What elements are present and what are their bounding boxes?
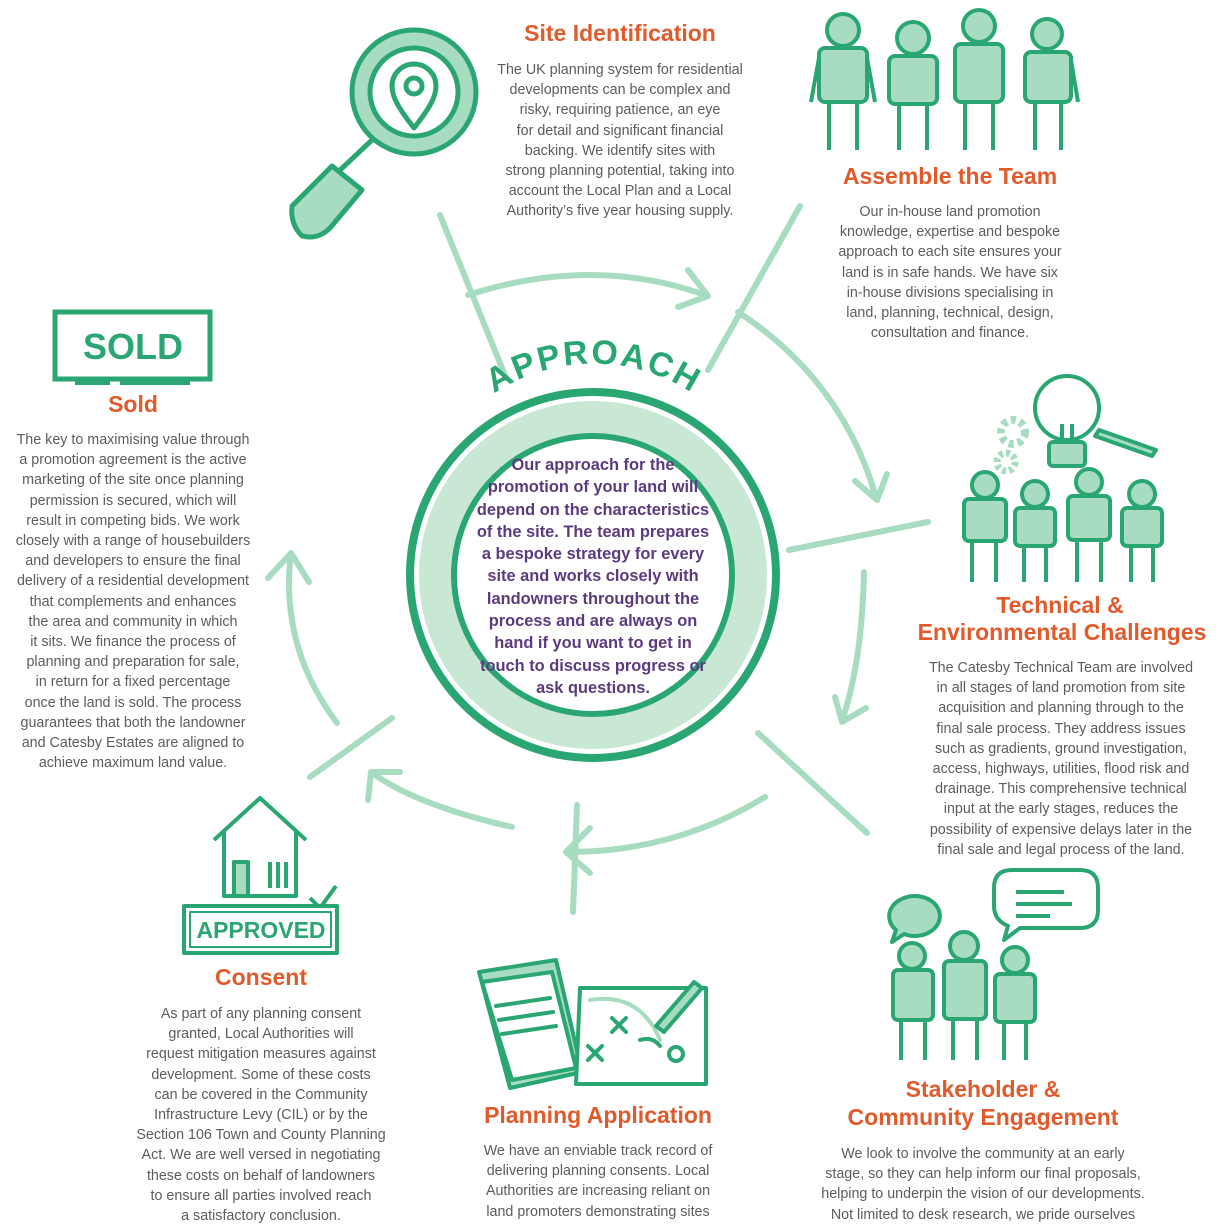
site-identification-title: Site Identification [524, 20, 716, 46]
planning-application-title: Planning Application [484, 1102, 712, 1128]
sold-body: The key to maximising value through a pr… [15, 432, 251, 772]
sold-sign-icon: SOLD [52, 309, 213, 385]
consent-body: As part of any planning consent granted,… [136, 1006, 386, 1225]
approved-house-icon: APPROVED [182, 796, 339, 955]
assemble-team-title: Assemble the Team [842, 163, 1058, 189]
magnifier-location-icon [289, 27, 479, 240]
team-icon [809, 8, 1080, 150]
spokes [307, 203, 931, 915]
stakeholder-title-line2: Community Engagement [847, 1104, 1119, 1130]
arc-arrow-right [840, 569, 867, 721]
sold-title: Sold [108, 391, 158, 417]
arc-arrow-top [465, 272, 708, 298]
planning-application-body: We have an enviable track record of deli… [483, 1143, 713, 1220]
arc-arrow-left [286, 558, 340, 726]
speech-bubbles-team-icon [887, 868, 1100, 1060]
technical-title-line1: Technical & [996, 592, 1124, 618]
approved-badge-label: APPROVED [196, 917, 325, 943]
arc-arrow-bottom [565, 794, 768, 855]
sold-badge-label: SOLD [83, 326, 183, 367]
technical-body: The Catesby Technical Team are involved … [928, 660, 1194, 858]
cycle-arrows [265, 267, 890, 876]
stakeholder-title-line1: Stakeholder & [905, 1076, 1061, 1102]
lightbulb-gears-team-icon [962, 374, 1164, 582]
arc-arrow-bottom-left [372, 772, 515, 830]
technical-title-line2: Environmental Challenges [917, 619, 1207, 645]
assemble-team-body: Our in-house land promotion knowledge, e… [838, 204, 1062, 342]
plan-map-icon [477, 958, 708, 1090]
approach-description: Our approach for the promotion of your l… [476, 456, 710, 697]
consent-title: Consent [215, 964, 307, 990]
stakeholder-body: We look to involve the community at an e… [821, 1146, 1145, 1223]
site-identification-body: The UK planning system for residential d… [497, 62, 743, 220]
arc-arrow-top-right [735, 309, 879, 500]
